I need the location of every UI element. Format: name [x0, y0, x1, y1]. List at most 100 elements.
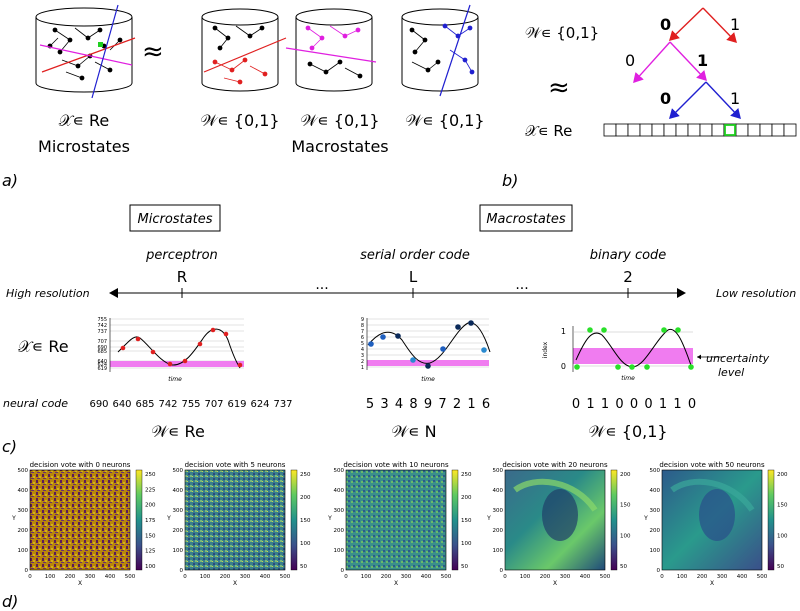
colorbar-tick: 50: [300, 564, 307, 570]
perceptron-value: 685: [135, 399, 154, 410]
uncertainty-band-3: [573, 348, 693, 364]
serial-value: 3: [380, 397, 388, 412]
colorbar-tick: 100: [777, 533, 788, 539]
x-tick: 400: [260, 574, 271, 580]
y-tick: 0: [500, 568, 504, 574]
x-tick: 200: [220, 574, 231, 580]
y-tick: 500: [493, 468, 504, 474]
tree-label-top-right: 1: [730, 15, 740, 34]
x-tick: 0: [28, 574, 32, 580]
state-cell: [663, 123, 677, 137]
y-tick: 300: [650, 508, 661, 514]
x-tick: 500: [757, 574, 768, 580]
heatmap-panel: decision vote with 20 neurons00100100200…: [486, 461, 631, 587]
y-tick: 400: [650, 488, 661, 494]
colorbar-tick: 200: [777, 472, 788, 478]
state-cell: [627, 123, 641, 137]
colorbar-tick: 200: [461, 495, 472, 501]
tree-label-top-left: 0: [660, 15, 671, 34]
colorbar-tick: 100: [461, 541, 472, 547]
y-tick: 400: [18, 488, 29, 494]
y-tick: 100: [18, 548, 29, 554]
colorbar-tick: 150: [145, 533, 156, 539]
marker-l: L: [409, 268, 418, 286]
perceptron-value: 640: [112, 399, 131, 410]
tree-edge-red-right: [702, 7, 737, 44]
x-tick: 100: [520, 574, 531, 580]
binary-value: 1: [659, 397, 667, 412]
perceptron-value: 742: [158, 399, 177, 410]
panel-d-label: d): [2, 592, 18, 611]
plot1-tick: 690: [97, 345, 107, 351]
x-tick: 200: [697, 574, 708, 580]
x-tick: 400: [737, 574, 748, 580]
tree-edge-magenta-right: [669, 41, 707, 82]
code-serial-order: serial order code: [360, 248, 470, 263]
perceptron-value: 624: [250, 399, 269, 410]
colorbar: [135, 469, 143, 571]
state-cells: [603, 123, 797, 137]
serial-value: 7: [438, 397, 446, 412]
heatmap-image: [184, 469, 286, 571]
x-tick: 300: [401, 574, 412, 580]
colorbar: [451, 469, 459, 571]
y-tick: 100: [334, 548, 345, 554]
tree-label-low-right: 1: [730, 89, 740, 108]
colorbar-tick: 150: [620, 503, 631, 509]
tree-edge-magenta-left: [633, 41, 671, 84]
colorbar: [767, 469, 775, 571]
colorbar: [610, 469, 618, 571]
approx-symbol-b: ≈: [548, 73, 570, 103]
x-tick: 500: [125, 574, 136, 580]
macro-var-label-2: 𝒲∊ {0,1}: [300, 111, 379, 130]
x-tick: 500: [600, 574, 611, 580]
w-bin-label: 𝒲∊ {0,1}: [588, 422, 667, 441]
plot1-tick: 624: [97, 362, 107, 368]
low-resolution-label: Low resolution: [716, 287, 796, 300]
state-cell: [615, 123, 629, 137]
x-tick: 200: [381, 574, 392, 580]
binary-value: 1: [673, 397, 681, 412]
macrostates-box-label: Macrostates: [486, 212, 566, 227]
tree-edge-blue-right: [705, 81, 741, 120]
y-tick: 200: [18, 528, 29, 534]
colorbar-tick: 175: [145, 518, 156, 524]
y-tick: 200: [334, 528, 345, 534]
heatmap-ylabel: Y: [486, 515, 491, 522]
panel-a-label: a): [2, 171, 18, 190]
y-tick: 200: [493, 528, 504, 534]
state-cell: [651, 123, 665, 137]
x-tick: 100: [361, 574, 372, 580]
binary-value: 0: [630, 397, 638, 412]
macro-var-label-1: 𝒲∊ {0,1}: [200, 111, 279, 130]
heatmap-title: decision vote with 0 neurons: [30, 461, 131, 469]
plot2-tick: 5: [361, 341, 364, 347]
y-tick: 300: [18, 508, 29, 514]
perceptron-value: 755: [181, 399, 200, 410]
heatmap-xlabel: X: [710, 580, 714, 587]
panel-c: Microstates Macrostates perceptron seria…: [2, 204, 796, 456]
x-tick: 0: [660, 574, 664, 580]
colorbar-tick: 200: [300, 495, 311, 501]
heatmap-panel: decision vote with 10 neurons00100100200…: [327, 461, 472, 587]
ellipsis-1: ...: [315, 277, 328, 293]
colorbar-tick: 250: [461, 472, 472, 478]
tree-label-low-left: 0: [660, 89, 671, 108]
heatmap-panel: decision vote with 50 neurons00100100200…: [643, 461, 788, 587]
binary-value: 0: [615, 397, 623, 412]
x-tick: 100: [200, 574, 211, 580]
heatmap-ylabel: Y: [643, 515, 648, 522]
uncertainty-label-2: level: [718, 366, 744, 379]
x-tick: 300: [560, 574, 571, 580]
state-cell: [639, 123, 653, 137]
y-tick: 500: [18, 468, 29, 474]
y-tick: 400: [493, 488, 504, 494]
y-tick: 100: [493, 548, 504, 554]
state-cell: [759, 123, 773, 137]
panel-c-label: c): [2, 437, 17, 456]
tree-label-mid-right: 1: [697, 51, 708, 70]
